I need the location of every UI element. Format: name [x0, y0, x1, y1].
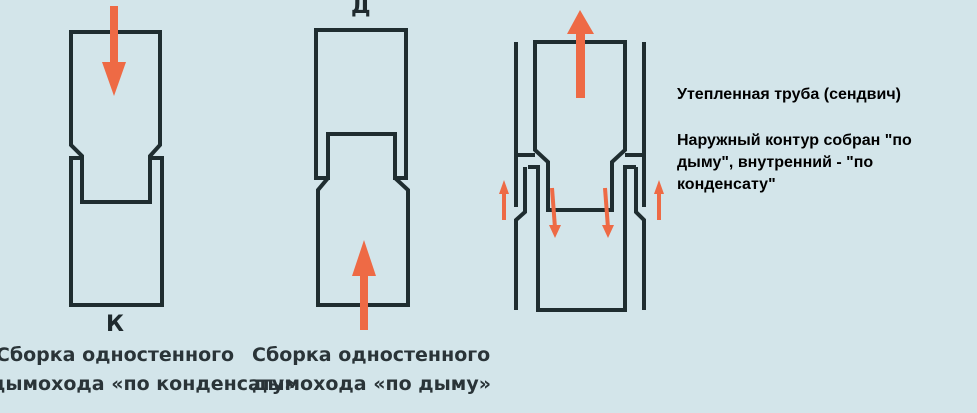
- letter-d: Д: [351, 0, 371, 19]
- pipe-smoke: [314, 28, 410, 307]
- pipe-sandwich: [514, 40, 646, 312]
- caption-smoke-line1: Сборка одностенного: [252, 344, 491, 366]
- sandwich-title: Утепленная труба (сендвич): [677, 86, 901, 103]
- arrow-up-large-icon: [567, 10, 594, 98]
- lower-pipe-section: [316, 132, 410, 307]
- caption-condensate-line2: дымохода «по конденсату»: [0, 373, 297, 395]
- sandwich-description-line2: дыму", внутренний - "по: [677, 154, 874, 171]
- outer-lower-left: [514, 167, 527, 310]
- arrow-up-small-left-icon: [499, 180, 509, 220]
- arrow-down-condensate-right-icon: [602, 187, 614, 238]
- sandwich-description: Наружный контур собран "по дыму", внутре…: [677, 130, 912, 196]
- caption-smoke-line2: дымохода «по дыму»: [252, 373, 491, 395]
- caption-smoke: Сборка одностенного дымохода «по дыму»: [252, 341, 491, 399]
- pipe-condensate: [69, 30, 164, 307]
- arrow-down-icon: [102, 6, 126, 96]
- letter-k: К: [106, 312, 124, 337]
- sandwich-description-line1: Наружный контур собран "по: [677, 132, 912, 149]
- caption-condensate-line1: Сборка одностенного: [0, 344, 235, 366]
- arrow-up-small-right-icon: [654, 180, 664, 220]
- outer-lower-right: [634, 167, 646, 310]
- arrow-up-icon: [352, 240, 376, 330]
- caption-condensate: Сборка одностенного дымохода «по конденс…: [0, 341, 297, 399]
- inner-lower-section: [528, 165, 636, 312]
- lower-pipe-section: [69, 156, 164, 307]
- inner-upper-section: [533, 40, 627, 212]
- arrow-down-condensate-left-icon: [549, 187, 561, 238]
- sandwich-description-line3: конденсату": [677, 176, 776, 193]
